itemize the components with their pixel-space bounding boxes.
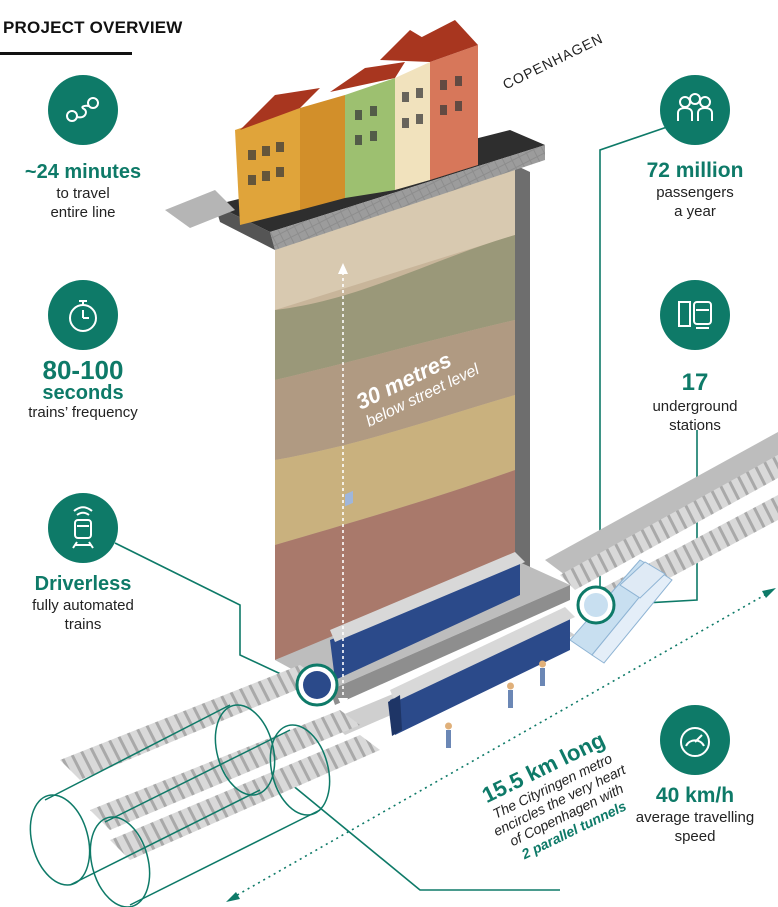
stat-passengers-line1: passengers bbox=[656, 184, 734, 202]
title-underline bbox=[0, 52, 132, 55]
stopwatch-icon bbox=[48, 280, 118, 350]
trains bbox=[330, 490, 575, 736]
stat-driverless: Driverless fully automated trains bbox=[8, 572, 158, 635]
page-title: PROJECT OVERVIEW bbox=[3, 18, 183, 37]
speedometer-icon bbox=[660, 705, 730, 775]
stat-speed-line2: speed bbox=[674, 828, 716, 845]
stat-travel-time-line1: to travel bbox=[56, 185, 110, 202]
depth-arrow bbox=[338, 263, 348, 709]
stat-frequency: 80-100 seconds trains’ frequency bbox=[8, 357, 158, 423]
stat-travel-time-line2: entire line bbox=[50, 203, 116, 221]
stat-frequency-value: 80-100 bbox=[42, 355, 124, 385]
stat-travel-time-value: ~24 minutes bbox=[24, 161, 142, 183]
stat-passengers-line2: a year bbox=[674, 203, 716, 220]
soil-cutaway bbox=[275, 165, 530, 660]
stat-speed: 40 km/h average travelling speed bbox=[615, 783, 775, 847]
stat-stations-line1: underground bbox=[652, 398, 738, 415]
stat-passengers-value: 72 million bbox=[646, 159, 744, 182]
stat-speed-line1: average travelling bbox=[635, 809, 755, 827]
stat-stations-line2: stations bbox=[669, 416, 721, 434]
stat-frequency-unit: seconds bbox=[42, 382, 124, 404]
stat-stations-value: 17 bbox=[681, 369, 709, 396]
stat-driverless-value: Driverless bbox=[34, 573, 132, 595]
stat-stations: 17 underground stations bbox=[620, 368, 770, 436]
station-icon bbox=[660, 280, 730, 350]
driverless-train-icon bbox=[48, 493, 118, 563]
tunnels bbox=[29, 704, 331, 907]
stat-passengers: 72 million passengers a year bbox=[620, 158, 770, 222]
stat-speed-value: 40 km/h bbox=[655, 784, 735, 807]
stat-frequency-line1: trains’ frequency bbox=[28, 404, 138, 421]
passengers-icon bbox=[660, 75, 730, 145]
route-icon bbox=[48, 75, 118, 145]
length-arrow bbox=[226, 588, 776, 902]
stat-driverless-line1: fully automated bbox=[32, 597, 134, 614]
stat-driverless-line2: trains bbox=[64, 615, 102, 633]
buildings bbox=[235, 20, 478, 225]
stat-travel-time: ~24 minutes to travel entire line bbox=[8, 160, 158, 223]
highlight-circles bbox=[295, 585, 616, 707]
